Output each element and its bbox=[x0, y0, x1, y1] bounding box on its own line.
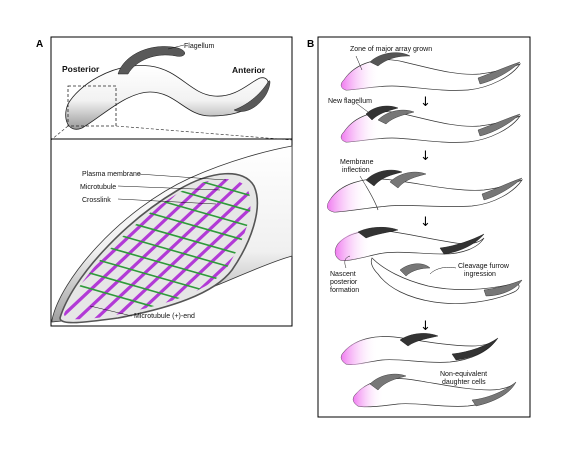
flagellum-anterior bbox=[481, 177, 523, 201]
zoom-box bbox=[67, 85, 117, 127]
stage-3-cell: Membrane inflection bbox=[327, 159, 523, 213]
label-posterior: Posterior bbox=[62, 64, 100, 74]
arrow-4: ↓ bbox=[420, 319, 431, 334]
label-nascent-3: formation bbox=[330, 287, 359, 294]
new-flagellum-leader bbox=[355, 102, 369, 113]
label-flagellum: Flagellum bbox=[184, 43, 215, 50]
posterior-tint bbox=[341, 114, 380, 142]
leader-plasma-membrane bbox=[137, 173, 227, 181]
label-nascent-1: Nascent bbox=[330, 271, 356, 278]
panel-b-label: B bbox=[307, 39, 314, 50]
posterior-tint bbox=[341, 338, 378, 365]
leader-plus-end bbox=[89, 305, 133, 317]
detail-leaders bbox=[89, 173, 227, 317]
membrane-leader bbox=[359, 175, 367, 187]
flagellum-upper bbox=[357, 227, 399, 239]
stage-4-cell: Nascent posterior formation Cleavage fur… bbox=[330, 227, 523, 304]
label-daughter-1: Non-equivalent bbox=[440, 371, 487, 378]
cell-body bbox=[65, 65, 269, 130]
label-new-flagellum: New flagellum bbox=[328, 98, 372, 105]
flagellum-leader bbox=[167, 44, 185, 50]
flagellum-lower-anterior bbox=[483, 279, 523, 297]
label-microtubule: Microtubule bbox=[80, 184, 116, 191]
label-membrane-1: Membrane bbox=[340, 159, 374, 166]
label-crosslink: Crosslink bbox=[82, 197, 111, 204]
zoom-line-right bbox=[115, 125, 293, 141]
flagellum bbox=[369, 373, 407, 391]
cleavage-leader bbox=[429, 267, 457, 275]
crosslink bbox=[167, 178, 251, 213]
microtubule bbox=[80, 180, 244, 320]
arrow-1: ↓ bbox=[420, 95, 431, 110]
posterior-tint bbox=[335, 230, 372, 261]
panel-a-label: A bbox=[36, 39, 43, 50]
daughter-cell-1 bbox=[340, 333, 499, 365]
plasma-membrane-outline bbox=[59, 172, 259, 324]
posterior-tint bbox=[341, 62, 380, 90]
microtubule bbox=[94, 184, 251, 320]
microtubule bbox=[66, 178, 230, 320]
daughter-cell-2: Non-equivalent daughter cells bbox=[352, 371, 517, 408]
microtubule bbox=[64, 178, 216, 320]
flagellum-anterior bbox=[477, 113, 521, 137]
crosslink bbox=[95, 243, 237, 285]
zoom-detail: Plasma membrane Microtubule Crosslink Mi… bbox=[51, 145, 293, 324]
flagellum-upper-anterior bbox=[439, 233, 485, 255]
cell-lower bbox=[370, 257, 520, 304]
flagellum-lower bbox=[399, 263, 431, 277]
flagellum-anterior bbox=[451, 337, 499, 361]
microtubule bbox=[136, 196, 251, 320]
label-nascent-2: posterior bbox=[330, 279, 358, 286]
flagellum bbox=[369, 52, 411, 67]
nascent-leader bbox=[344, 255, 351, 269]
panel-a: A Posterior Flagellum Anterior bbox=[36, 36, 293, 327]
label-plasma-membrane: Plasma membrane bbox=[82, 171, 141, 178]
leader-microtubule bbox=[117, 185, 221, 191]
flagellum-new bbox=[365, 169, 403, 187]
flagellum bbox=[399, 333, 439, 347]
posterior-tint bbox=[327, 182, 368, 212]
stage-1-cell: Zone of major array grown bbox=[340, 46, 521, 91]
crosslink bbox=[107, 231, 249, 273]
label-membrane-2: inflection bbox=[342, 167, 370, 174]
flagellum-anterior-tip bbox=[233, 80, 271, 112]
label-daughter-2: daughter cells bbox=[442, 379, 486, 386]
label-cleavage-1: Cleavage furrow bbox=[458, 263, 510, 270]
zone-leader bbox=[355, 55, 363, 71]
membrane-inflection bbox=[365, 185, 379, 211]
label-anterior: Anterior bbox=[232, 65, 266, 75]
label-cleavage-2: ingression bbox=[464, 271, 496, 278]
cell-overview: Posterior Flagellum Anterior bbox=[50, 43, 293, 141]
flagellum-anterior bbox=[477, 61, 521, 85]
flagellum-overview bbox=[117, 46, 185, 75]
old-flagellum bbox=[377, 109, 415, 125]
arrow-2: ↓ bbox=[420, 149, 431, 164]
new-flagellum bbox=[365, 105, 399, 121]
flagellum-old bbox=[389, 171, 427, 189]
zoom-line-left bbox=[50, 125, 69, 141]
crosslink bbox=[143, 195, 251, 237]
leader-crosslink bbox=[117, 198, 217, 205]
stage-2-cell: New flagellum bbox=[328, 98, 521, 143]
label-zone: Zone of major array grown bbox=[350, 46, 432, 53]
arrow-3: ↓ bbox=[420, 215, 431, 230]
panel-b-frame bbox=[317, 36, 531, 418]
label-microtubule-plus-end: Microtubule (+)-end bbox=[134, 313, 195, 320]
panel-b: B Zone of major array grown ↓ New flagel… bbox=[307, 36, 531, 418]
